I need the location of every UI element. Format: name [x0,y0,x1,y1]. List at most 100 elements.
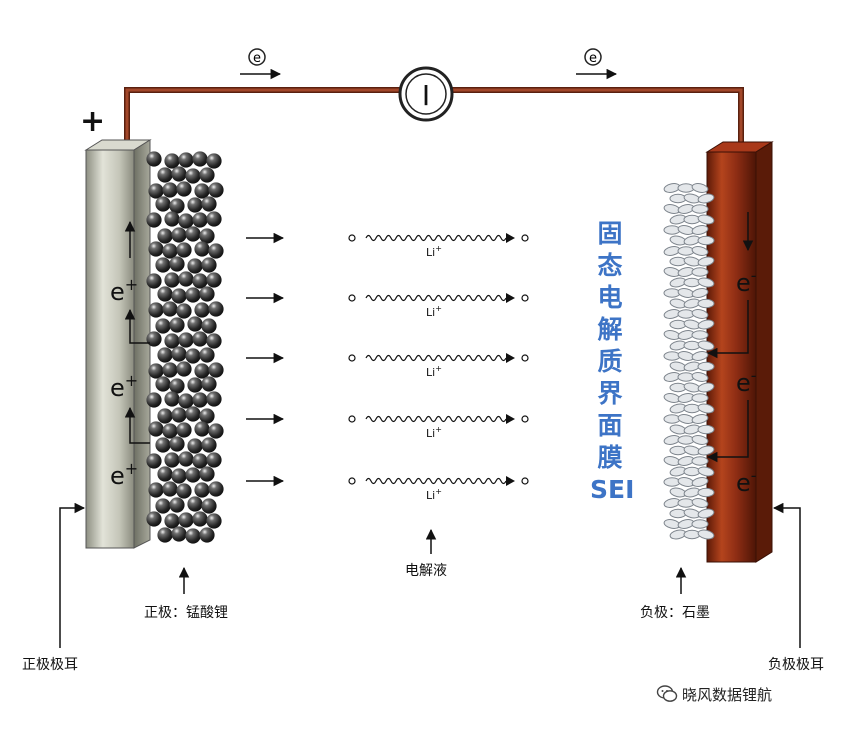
cathode-particle [178,271,194,287]
sei-char-3: 电 [597,283,623,312]
cathode-particle [171,407,187,423]
ion-start-marker [348,234,356,242]
svg-text:e+: e+ [110,275,138,306]
cathode-particle [185,348,201,364]
hole-sup-3: + [125,459,138,478]
cathode-particle [157,167,173,183]
watermark: 晓风数据锂航 [656,683,772,705]
cathode-particle [171,166,187,182]
cathode-particle [148,363,164,379]
cathode-particle [178,451,194,467]
sei-char-7: 面 [597,411,623,440]
cathode-particle [187,496,203,512]
graphite-flake [691,519,709,529]
label-pointers [59,502,801,648]
cathode-particle [146,273,162,289]
graphite-flake [691,456,709,466]
ion-arrowhead [506,476,515,486]
cathode-particle [164,211,180,227]
ion-arrowhead [506,233,515,243]
cathode-particle [185,226,201,242]
graphite-flake [691,288,709,298]
cathode-particle [206,211,222,227]
li-ion-label-sup: + [435,487,442,496]
graphite-flake [677,372,695,382]
graphite-flake [697,361,715,372]
sei-char-2: 态 [597,251,623,280]
cathode-particle [206,513,222,529]
sei-label: 固 态 电 解 质 界 面 膜 SEI [590,218,634,506]
cathode-particle [187,316,203,332]
cathode-particle [199,408,215,424]
graphite-flake [691,204,709,214]
anode-electron-labels: e- e- e- [736,266,757,497]
ion-end-marker [521,415,529,423]
cathode-particle [201,376,217,392]
cathode-particle [194,363,210,379]
cathode-particle [208,301,224,317]
graphite-flake [697,319,715,330]
graphite-flake [697,403,715,414]
graphite-flake [697,487,715,498]
cathode-particle [171,526,187,542]
svg-text:e+: e+ [110,459,138,490]
ammeter-icon [398,66,454,122]
cathode-particle [146,151,162,167]
li-ion-label-sup: + [435,425,442,434]
wire-electron-left: e [240,48,282,80]
cathode-particle [155,318,171,334]
ion-start-marker [348,415,356,423]
cathode-particle [187,258,203,274]
cathode-particle [162,423,178,439]
sei-char-4: 解 [597,315,623,344]
cathode-particle [148,241,164,257]
cathode-particle [146,392,162,408]
hole-label-1: e [110,278,125,306]
cathode-particle [201,318,217,334]
cathode-particle [169,436,185,452]
cathode-particle [187,197,203,213]
ion-wave-path [365,354,507,362]
cathode-particle [201,437,217,453]
cathode-particle [169,317,185,333]
cathode-particle [178,152,194,168]
hole-sup-1: + [125,275,138,294]
cathode-particle [169,378,185,394]
graphite-flake [691,246,709,256]
ion-arrowhead [506,353,515,363]
cathode-particle [206,333,222,349]
electron-sup-3: - [751,466,757,485]
graphite-flake [663,351,681,361]
sei-char-5: 质 [597,347,623,376]
graphite-flake [697,298,715,309]
graphite-flake [663,414,681,424]
graphite-flake [683,529,701,540]
cathode-particle [192,151,208,167]
graphite-flake [697,340,715,351]
graphite-flake [663,477,681,487]
electron-label-1: e [736,269,751,297]
cathode-particle [199,167,215,183]
graphite-flake [691,477,709,487]
ion-row: Li+ [246,413,529,440]
cathode-particle [157,286,173,302]
li-ion-label: Li+ [426,244,442,259]
cathode-particle [187,438,203,454]
ion-wave-path [365,415,507,423]
cathode-particle [178,512,194,528]
li-ion-label: Li+ [426,304,442,319]
cathode-particle [162,182,178,198]
li-ion-label-sup: + [435,364,442,373]
graphite-flake [691,225,709,235]
sei-char-6: 界 [597,379,623,408]
li-ion-label-sup: + [435,304,442,313]
li-ion-label-text: Li [426,306,435,319]
cathode-particle [192,453,208,469]
cathode-particle [148,482,164,498]
external-circuit-wire [124,87,744,160]
ion-end-marker [521,234,529,242]
cathode-particles [146,151,224,544]
wechat-icon [656,685,678,702]
cathode-particle [155,437,171,453]
